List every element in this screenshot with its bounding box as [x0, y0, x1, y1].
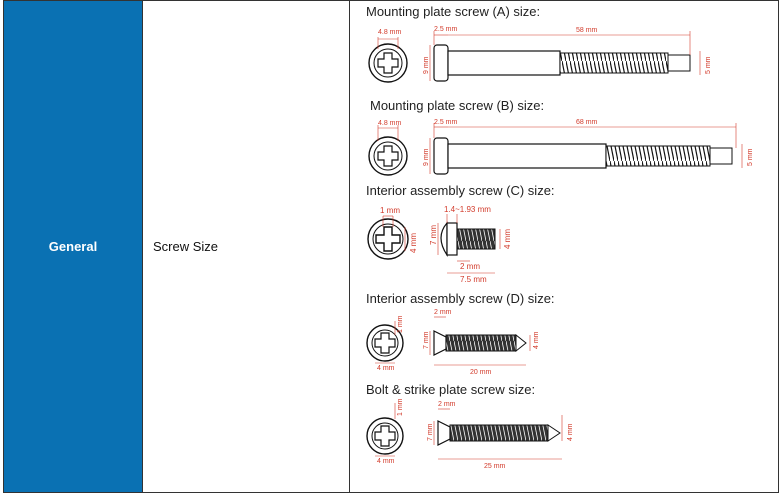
screw-b-drawing: 4.8 mm 2.5 mm 68 mm 9 mm 5 mm [368, 119, 754, 176]
screw-a-thread-d: 5 mm [705, 56, 712, 74]
screw-e-length: 25 mm [484, 463, 506, 470]
screw-c-head-len: 1.4~1.93 mm [444, 205, 491, 214]
screw-c-slot: 1 mm [380, 206, 400, 215]
screw-a-title: Mounting plate screw (A) size: [366, 4, 541, 19]
screw-b-thread [605, 145, 711, 167]
screw-d-drawing: 1 mm 4 mm 2 mm 7 mm 4 mm 20 mm [366, 309, 540, 376]
screw-e-head-icon [366, 417, 404, 455]
screw-c-head [440, 221, 448, 257]
feature-label: Screw Size [153, 239, 219, 254]
screw-b-shank [447, 143, 607, 169]
screw-b-head-dia: 4.8 mm [378, 120, 402, 127]
screw-d-head-icon [366, 324, 404, 362]
screw-a-shank [447, 50, 561, 76]
screw-c-thread-d: 4 mm [503, 229, 512, 249]
screw-d-tip [515, 333, 527, 353]
screw-c-title: Interior assembly screw (C) size: [366, 183, 555, 198]
screw-e-head [437, 420, 451, 446]
spec-cell: Mounting plate screw (A) size: Mounting … [350, 1, 778, 492]
screw-a-length: 58 mm [576, 27, 598, 34]
screw-a-head-dia: 4.8 mm [378, 29, 402, 36]
screw-e-thread-d: 4 mm [567, 423, 574, 441]
screw-b-tip [709, 147, 733, 165]
screw-c-thread-len: 2 mm [460, 262, 480, 271]
category-cell: General [4, 1, 142, 492]
screw-b-thread-d: 5 mm [747, 148, 754, 166]
screw-d-length: 20 mm [470, 369, 492, 376]
screw-b-title: Mounting plate screw (B) size: [370, 98, 545, 113]
screw-e-title: Bolt & strike plate screw size: [366, 382, 536, 397]
screw-d-slot: 1 mm [397, 315, 404, 333]
screw-e-slot: 1 mm [397, 398, 404, 416]
screw-b-head-len: 2.5 mm [434, 119, 458, 126]
screw-b-length: 68 mm [576, 119, 598, 126]
screw-b-head-h: 9 mm [423, 148, 430, 166]
feature-cell: Screw Size [142, 1, 350, 492]
screw-e-tip [547, 424, 561, 442]
screw-a-thread [559, 52, 669, 74]
screw-e-head-h: 7 mm [427, 423, 434, 441]
screw-d-thread-d: 4 mm [533, 331, 540, 349]
screw-d-thread [445, 334, 517, 352]
screw-a-head-h: 9 mm [423, 56, 430, 74]
screw-a-head-len: 2.5 mm [434, 26, 458, 33]
screw-c-head-icon [367, 218, 409, 260]
category-label: General [48, 239, 98, 254]
spec-table: General Screw Size Mounting plate screw … [3, 0, 779, 493]
screw-c-drawing: 1 mm 4 mm 1.4~1.93 mm 7 mm 4 mm 2 mm 7.5… [367, 205, 512, 284]
screw-b-head [433, 137, 449, 175]
screw-c-length: 7.5 mm [460, 275, 487, 284]
screw-c-head-dia: 4 mm [409, 233, 418, 253]
screw-b-head-icon [368, 136, 408, 176]
screw-c-head-h: 7 mm [429, 225, 438, 245]
screw-a-tip [667, 54, 691, 72]
screw-d-title: Interior assembly screw (D) size: [366, 291, 555, 306]
screw-d-head-dia: 4 mm [377, 365, 395, 372]
screw-d-head-h: 7 mm [423, 331, 430, 349]
screw-d-head [433, 330, 447, 356]
screw-e-head-len: 2 mm [438, 401, 456, 408]
screw-a-head-icon [368, 43, 408, 83]
screw-a-drawing: 4.8 mm 2.5 mm 58 mm 9 mm 5 mm [368, 26, 712, 83]
screw-e-thread [449, 424, 549, 442]
screw-a-head [433, 44, 449, 82]
screw-e-head-dia: 4 mm [377, 458, 395, 465]
screw-c-thread [456, 228, 496, 250]
screw-e-drawing: 1 mm 4 mm 2 mm 7 mm 4 mm 25 mm [366, 398, 574, 470]
screw-d-head-len: 2 mm [434, 309, 452, 316]
screw-drawings: 4.8 mm 2.5 mm 58 mm 9 mm 5 mm [366, 26, 754, 470]
